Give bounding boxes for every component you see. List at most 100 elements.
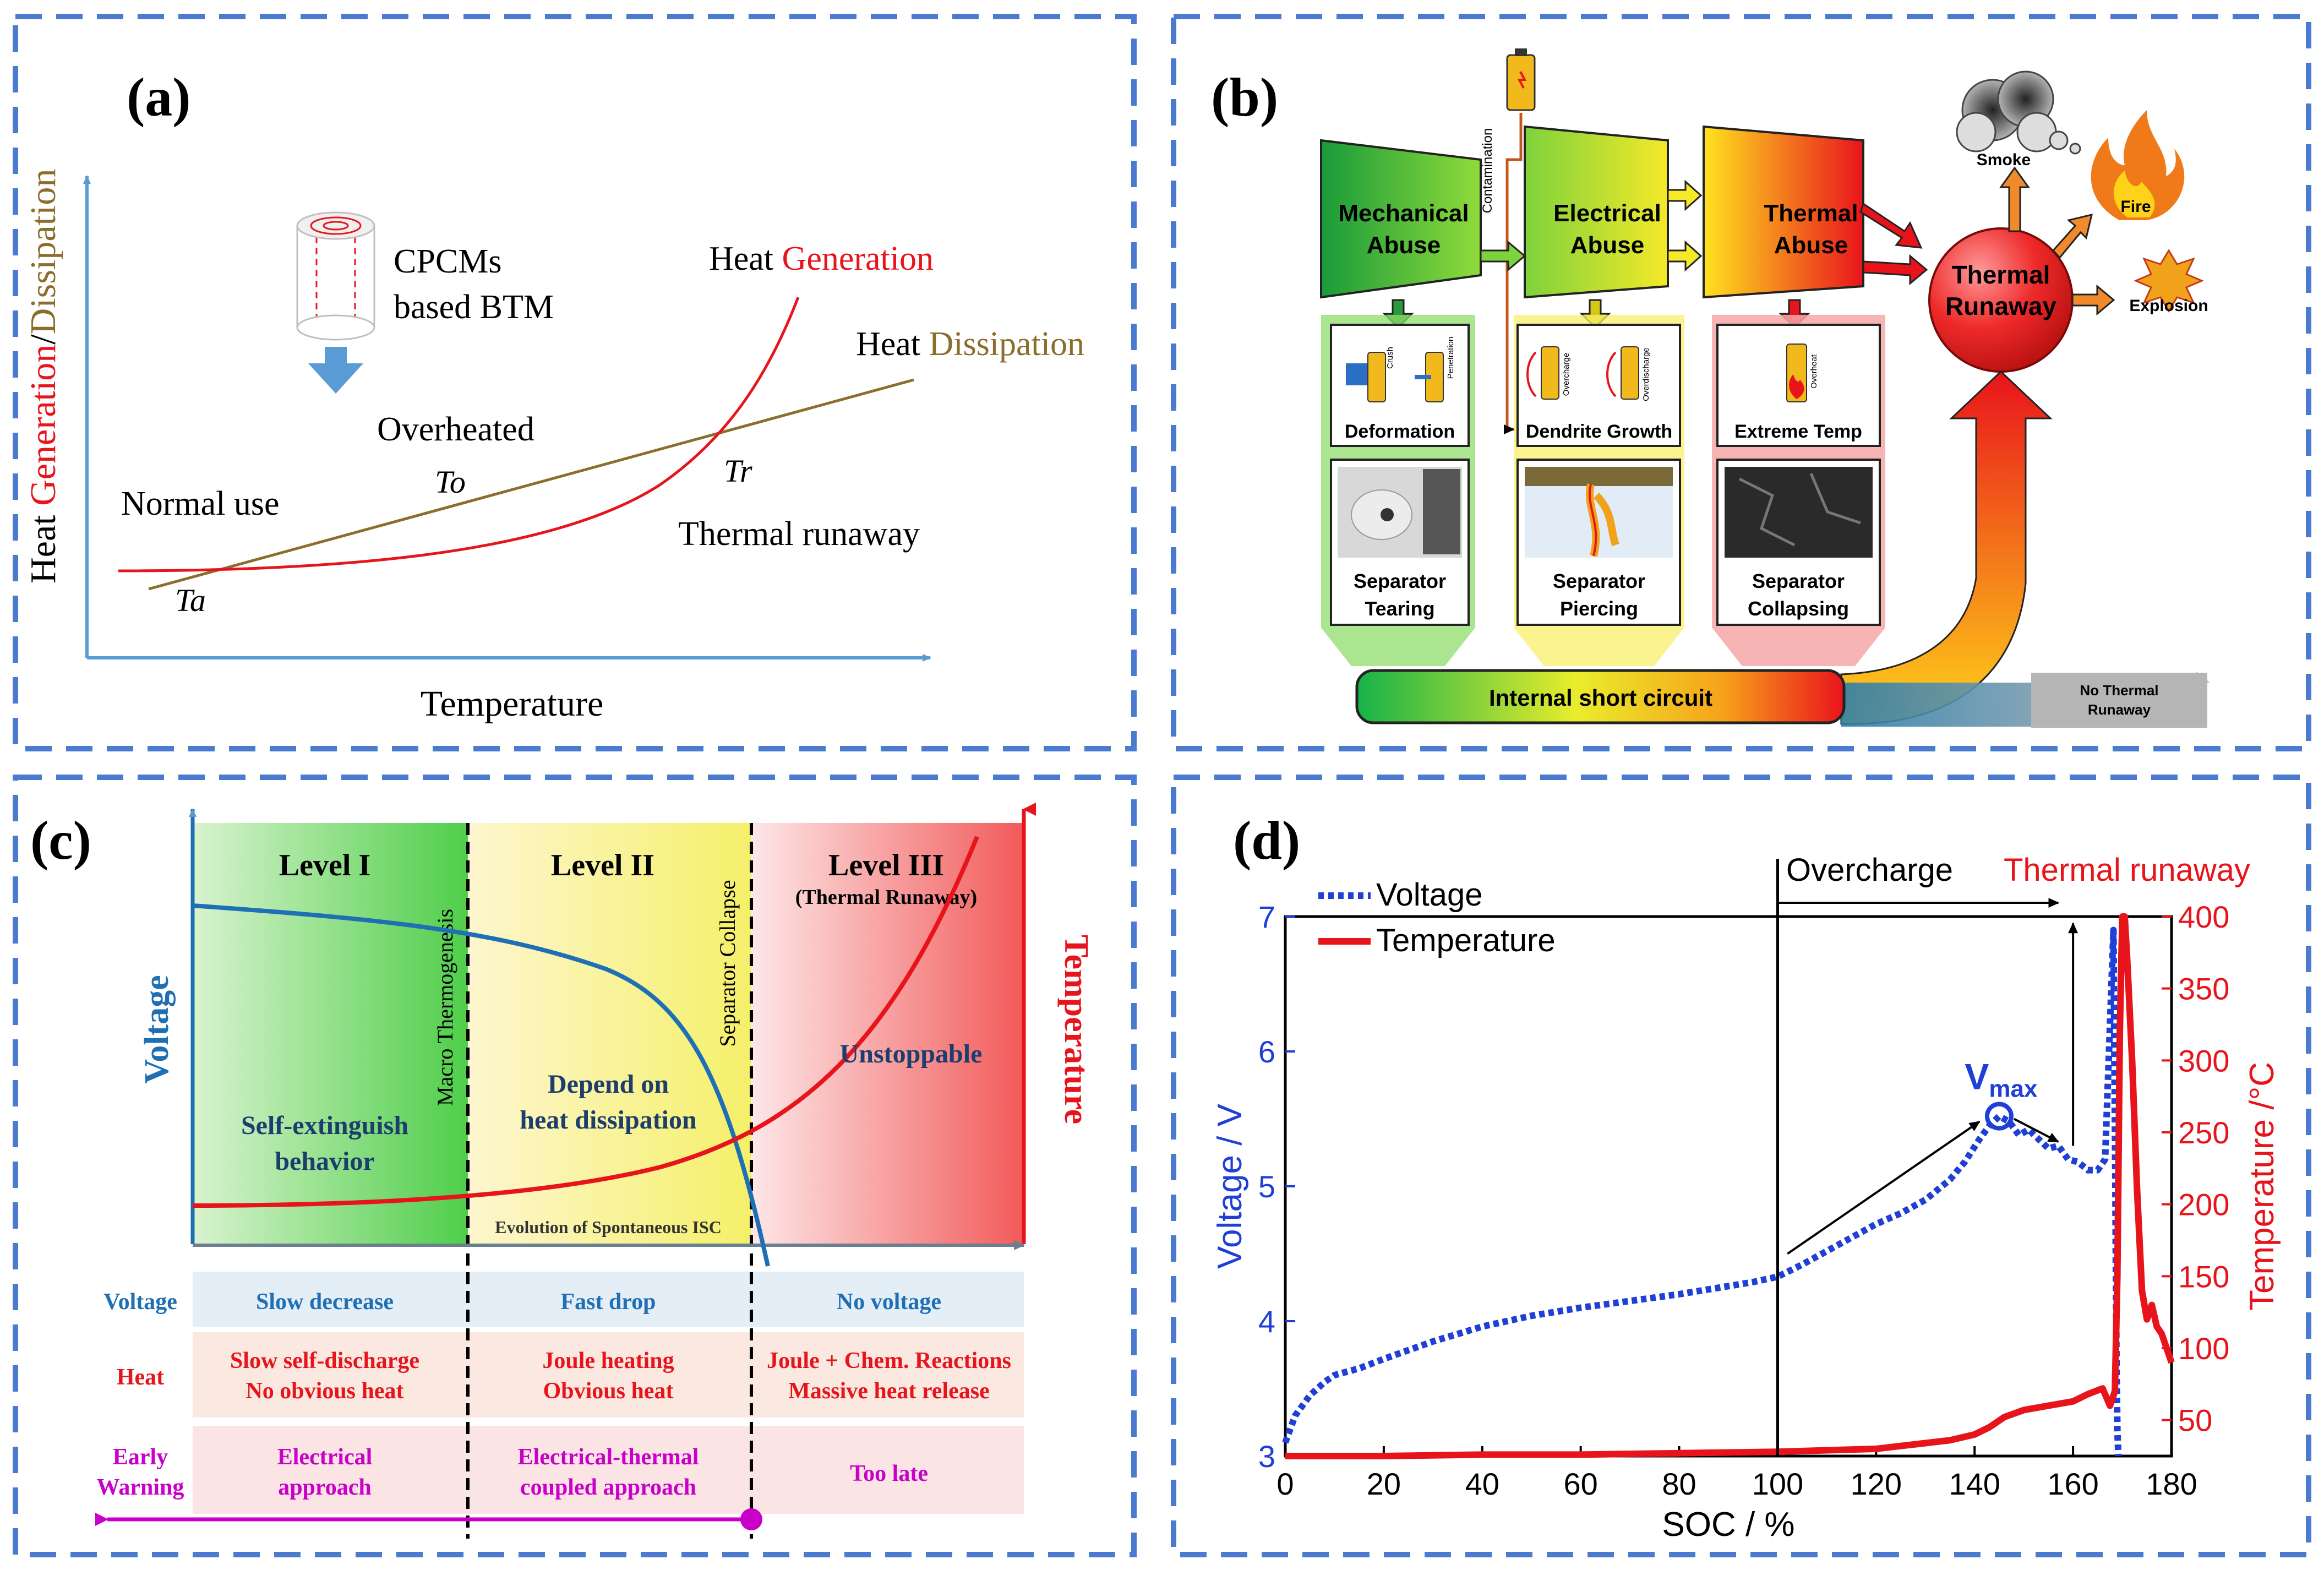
sep-piercing-line1: Separator — [1553, 570, 1645, 592]
panel-a: (a) Heat Generation/Dissipation Temperat… — [23, 67, 1084, 724]
cell-h1-line1: Slow self-discharge — [230, 1348, 419, 1373]
mechanical-abuse-line1: Mechanical — [1338, 200, 1469, 227]
isc-bar — [1355, 669, 1846, 724]
overheat-small-label: Overheat — [1809, 354, 1819, 389]
therm-to-runaway-arrow-2 — [1862, 254, 1928, 286]
legend-voltage-label: Voltage — [1376, 877, 1483, 913]
y2-tick-label: 250 — [2178, 1115, 2229, 1150]
voltage-drop-arrow — [2013, 1117, 2060, 1143]
row-early-line2: Warning — [97, 1475, 184, 1500]
fire-label: Fire — [2120, 198, 2151, 216]
x-tick-label: 100 — [1752, 1467, 1803, 1501]
sep-tearing-line2: Tearing — [1365, 597, 1434, 620]
cpcm-label-line2: based BTM — [394, 288, 554, 326]
panel-d-label: (d) — [1233, 810, 1300, 871]
heat-generation-curve — [118, 297, 800, 573]
y2-tick-label: 100 — [2178, 1331, 2229, 1366]
piercing-dendrite-core — [1588, 484, 1597, 557]
level3-background — [751, 823, 1024, 1244]
row-voltage-header: Voltage — [103, 1289, 177, 1315]
panel-a-y-label: Heat Generation/Dissipation — [23, 169, 63, 584]
cell-e1-line1: Electrical — [277, 1444, 373, 1470]
depend-line2: heat dissipation — [520, 1105, 696, 1135]
isc-label: Internal short circuit — [1489, 685, 1712, 711]
level2-title: Level II — [551, 848, 654, 882]
panel-d-plot-frame — [1284, 915, 2173, 1458]
cell-v3: No voltage — [837, 1289, 941, 1315]
contamination-path — [1504, 113, 1523, 434]
overcharge-cycle-icon — [1526, 351, 1537, 397]
y2-tick-label: 200 — [2178, 1187, 2229, 1222]
no-runaway-line2: Runaway — [2088, 701, 2151, 718]
electrical-abuse-box — [1524, 125, 1669, 299]
dendrite-label: Dendrite Growth — [1526, 421, 1672, 442]
penetration-label: Penetration — [1446, 337, 1455, 379]
panel-a-label: (a) — [127, 67, 191, 128]
cell-v1: Slow decrease — [256, 1289, 394, 1315]
tr-label: Tr — [724, 453, 752, 489]
heat-row-bg — [193, 1332, 1024, 1418]
heat-dissipation-label: Heat Dissipation — [856, 325, 1084, 363]
thermal-abuse-line2: Abuse — [1774, 232, 1848, 259]
x-tick-label: 0 — [1276, 1467, 1294, 1501]
cell-e2-line2: coupled approach — [520, 1475, 696, 1500]
runaway-line1: Thermal — [1952, 260, 2050, 289]
x-tick-label: 140 — [1949, 1467, 2000, 1501]
heat-generation-label: Heat Generation — [709, 240, 934, 277]
fire-icon — [2091, 110, 2185, 220]
overcharge-cell-icon — [1541, 346, 1559, 400]
level3-title: Level III — [828, 848, 944, 882]
no-runaway-box — [2031, 673, 2207, 728]
level1-title: Level I — [279, 848, 370, 882]
battery-cylinder-icon — [296, 211, 375, 341]
macro-thermogenesis-label: Macro Thermogenesis — [433, 909, 457, 1106]
electrical-abuse-line2: Abuse — [1570, 232, 1644, 259]
x-tick-label: 80 — [1662, 1467, 1696, 1501]
voltage-rise-arrow — [1787, 1120, 1981, 1255]
sep-collapsing-line2: Collapsing — [1748, 597, 1849, 620]
cell-e1-line2: approach — [278, 1475, 372, 1500]
y-tick-label: 3 — [1258, 1439, 1275, 1474]
panel-c-voltage-curve — [192, 903, 770, 1267]
row-heat-header: Heat — [117, 1365, 164, 1390]
sep-piercing-line2: Piercing — [1560, 597, 1638, 620]
thermal-abuse-line1: Thermal — [1764, 200, 1858, 227]
thermal-runaway-annotation: Thermal runaway — [2004, 852, 2250, 888]
panel-d-x-label: SOC / % — [1662, 1506, 1794, 1544]
y2-tick-label: 300 — [2178, 1043, 2229, 1078]
panel-c-label: (c) — [30, 810, 91, 871]
panel-c-temperature-axis-label: Temperature — [1057, 935, 1095, 1124]
panel-frames — [13, 14, 2311, 1557]
overdischarge-small-label: Overdischarge — [1641, 347, 1651, 401]
overdischarge-cycle-icon — [1606, 351, 1617, 397]
y2-tick-label: 50 — [2178, 1403, 2212, 1438]
cell-h2-line2: Obvious heat — [543, 1378, 674, 1404]
down-arrow-icon — [308, 347, 363, 394]
y-tick-label: 7 — [1258, 900, 1275, 934]
x-tick-label: 20 — [1367, 1467, 1401, 1501]
contamination-battery-icon — [1506, 48, 1536, 111]
thermal-runaway-label: Thermal runaway — [678, 515, 920, 553]
x-tick-label: 40 — [1465, 1467, 1499, 1501]
level1-background — [193, 823, 468, 1244]
cpcm-label-line1: CPCMs — [394, 243, 501, 280]
electrical-abuse-line1: Electrical — [1553, 200, 1661, 227]
extreme-temp-label: Extreme Temp — [1734, 421, 1862, 442]
y-tick-label: 5 — [1258, 1169, 1275, 1204]
cell-e3: Too late — [850, 1461, 928, 1486]
panel-b: (b) Contamination Mechanical Abuse Elect… — [1211, 48, 2210, 728]
collapsing-texture — [1738, 473, 1861, 547]
series-temperature-line — [1285, 913, 2175, 1459]
panel-a-x-label: Temperature — [421, 684, 604, 724]
no-runaway-line1: No Thermal — [2080, 682, 2158, 699]
overcharge-small-label: Overcharge — [1562, 353, 1571, 396]
mechanical-abuse-box — [1320, 139, 1482, 299]
elec-to-therm-arrow-2 — [1667, 240, 1703, 272]
mech-to-elec-arrow — [1480, 240, 1526, 272]
runaway-line2: Runaway — [1945, 292, 2056, 320]
y2-tick-label: 350 — [2178, 972, 2229, 1006]
explosion-label: Explosion — [2129, 297, 2208, 315]
panel-c-voltage-axis-label: Voltage — [138, 975, 176, 1083]
x-tick-label: 160 — [2047, 1467, 2098, 1501]
